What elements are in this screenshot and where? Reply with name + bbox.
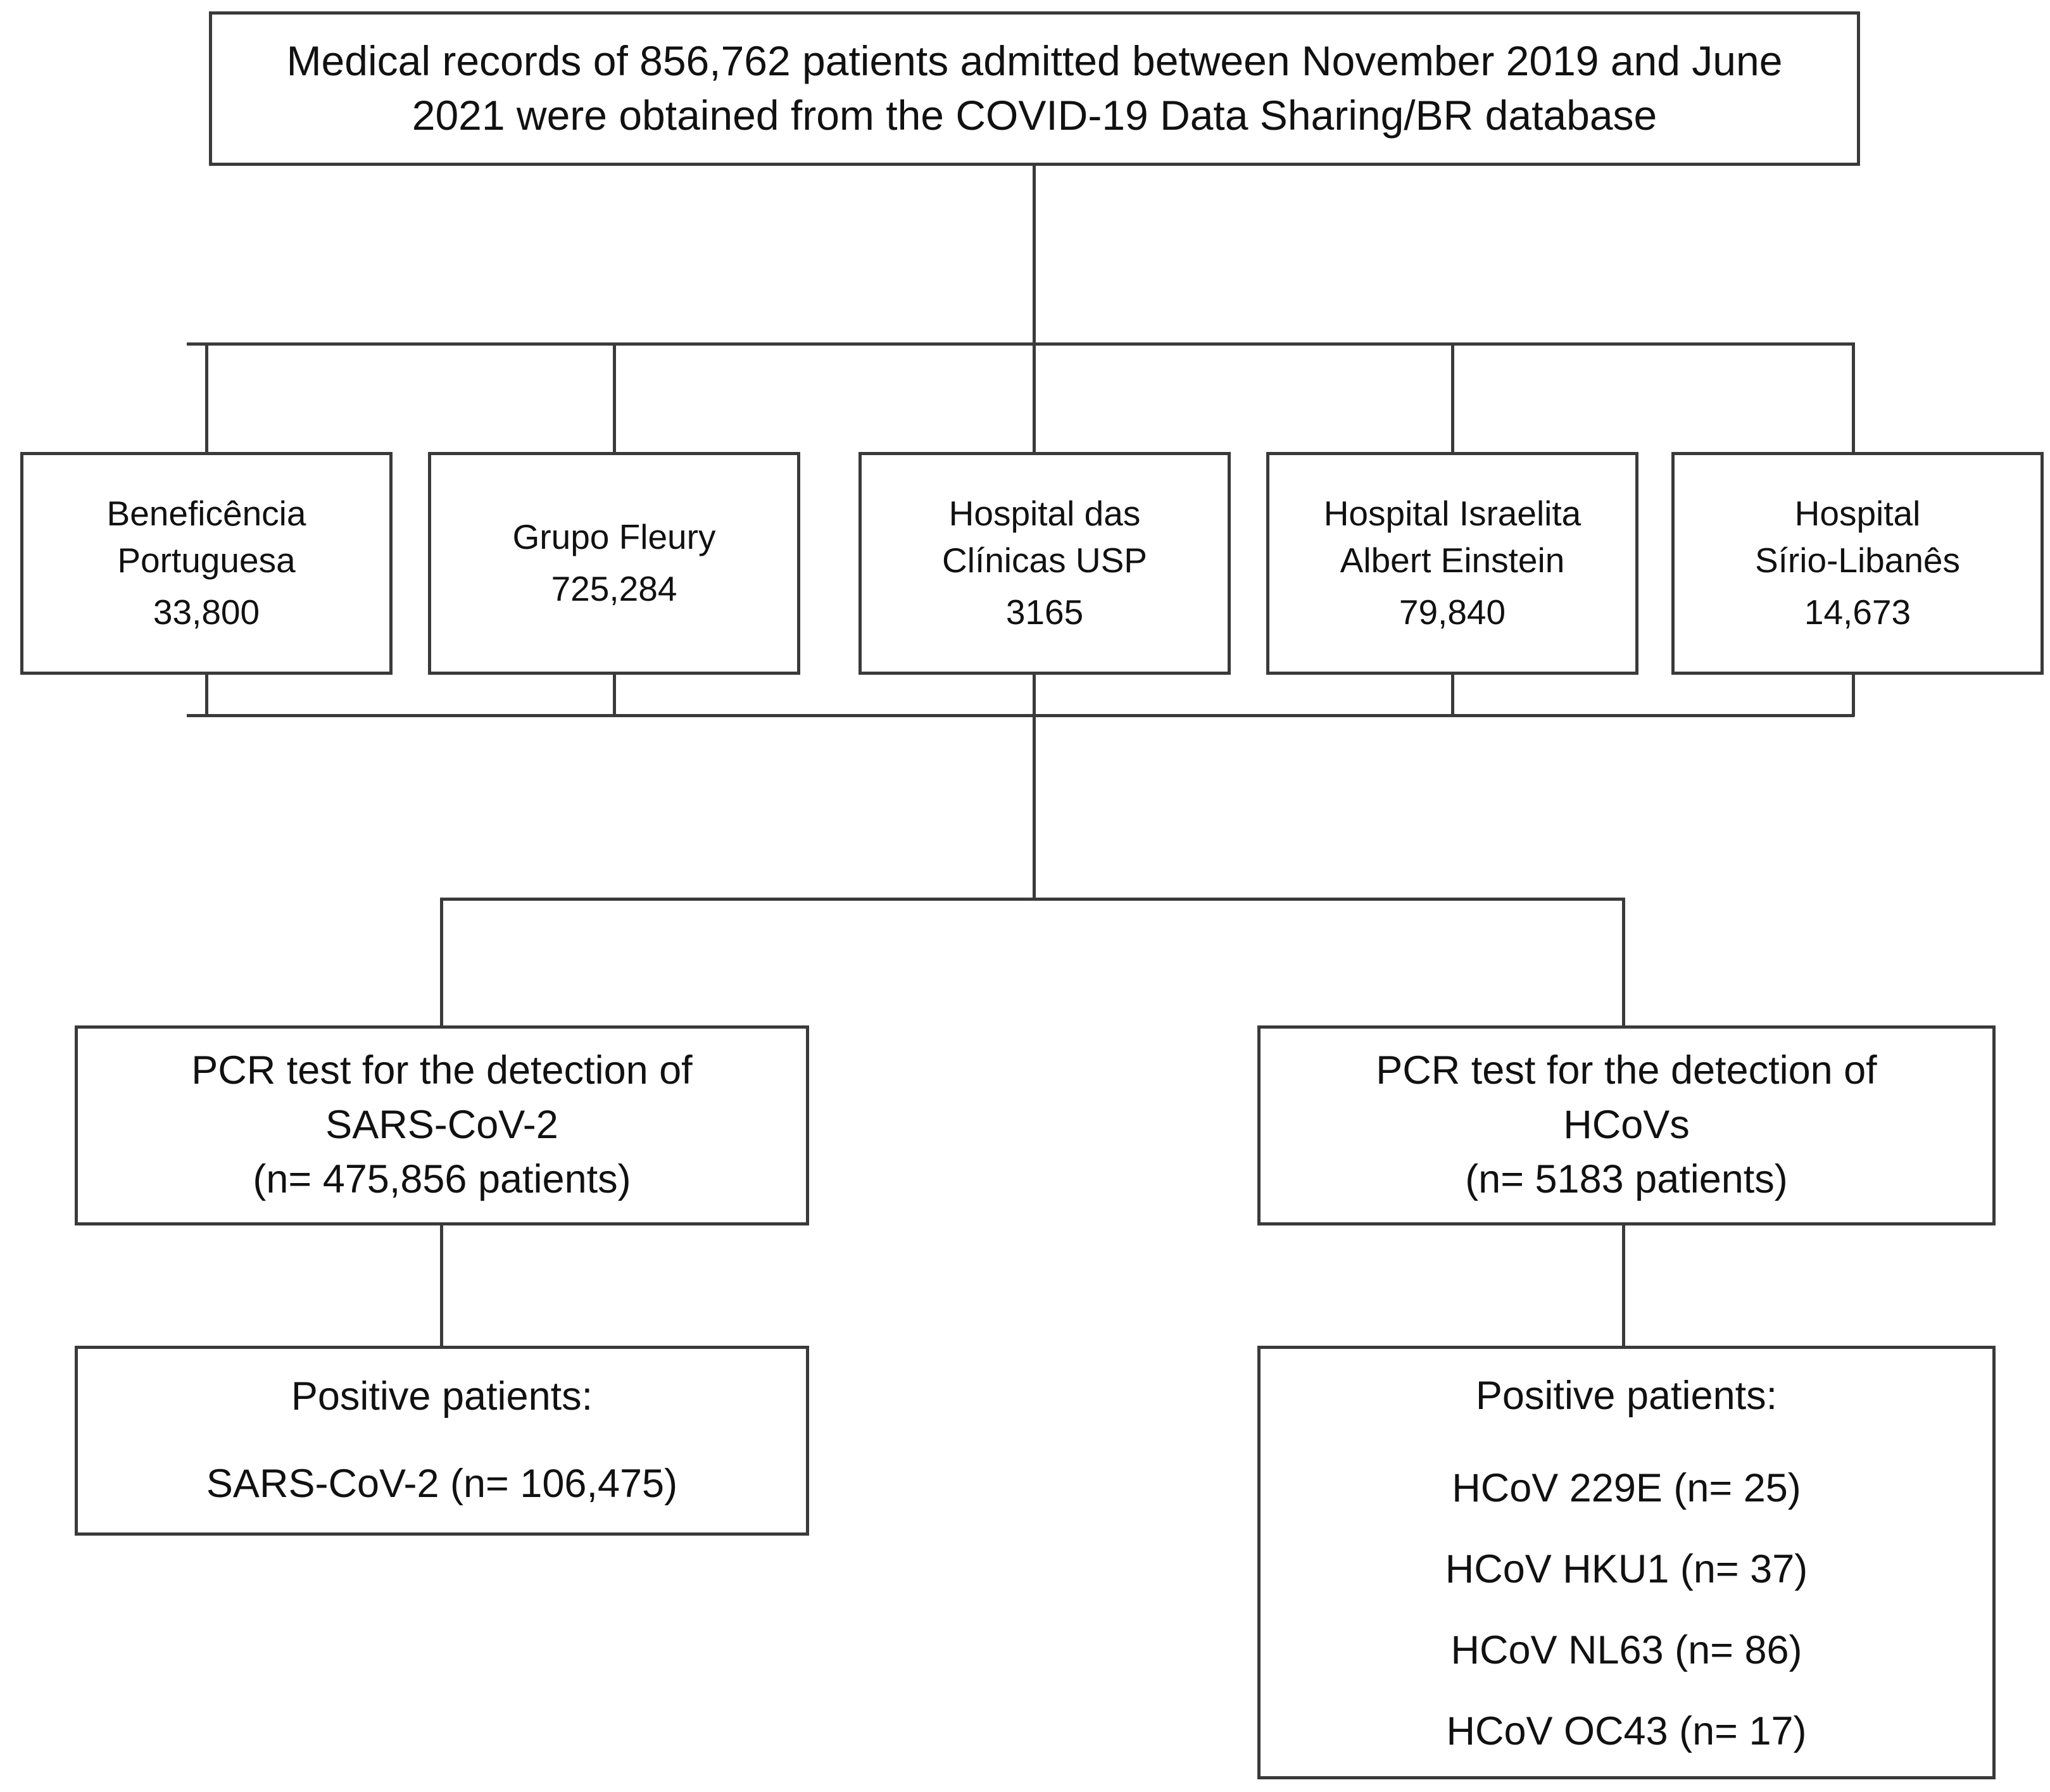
pcr-line-1: PCR test for the detection of <box>191 1048 693 1093</box>
hospital-box-grupo-fleury: Grupo Fleury 725,284 <box>428 452 800 675</box>
connector-hospital-4-to-merge <box>1852 672 1855 717</box>
connector-merge-bus <box>187 714 1854 717</box>
positive-entry-hcov-nl63: HCoV NL63 (n= 86) <box>1450 1627 1802 1672</box>
connector-source-to-bus <box>1033 166 1036 344</box>
connector-bus-to-hospital-1 <box>613 342 616 454</box>
hospital-name-line-2: Sírio-Libanês <box>1754 541 1961 580</box>
hospital-count: 725,284 <box>551 569 677 608</box>
positive-entry-hcov-hku1: HCoV HKU1 (n= 37) <box>1445 1546 1808 1591</box>
pcr-line-1: PCR test for the detection of <box>1376 1048 1877 1093</box>
hospital-box-hospital-sirio-libanes: Hospital Sírio-Libanês 14,673 <box>1671 452 2044 675</box>
hospital-count: 3165 <box>1005 592 1084 632</box>
connector-pcr-hcov-to-positive <box>1622 1225 1625 1347</box>
positive-patients-box-hcovs: Positive patients: HCoV 229E (n= 25) HCo… <box>1257 1346 1996 1779</box>
connector-hospital-1-to-merge <box>613 672 616 717</box>
positive-entry-hcov-229e: HCoV 229E (n= 25) <box>1452 1465 1801 1510</box>
hospital-box-hospital-das-clinicas-usp: Hospital das Clínicas USP 3165 <box>858 452 1231 675</box>
source-records-line-2: 2021 were obtained from the COVID-19 Dat… <box>412 92 1657 139</box>
positive-entry-sars-cov-2: SARS-CoV-2 (n= 106,475) <box>206 1462 678 1506</box>
connector-bus-to-hospital-0 <box>205 342 208 454</box>
hospital-name-line-2: Portuguesa <box>117 541 296 580</box>
connector-bus-to-hospital-3 <box>1451 342 1454 454</box>
connector-hospital-3-to-merge <box>1451 672 1454 717</box>
pcr-test-box-hcovs: PCR test for the detection of HCoVs (n= … <box>1257 1025 1996 1225</box>
pcr-line-3: (n= 5183 patients) <box>1465 1156 1788 1201</box>
connector-hospital-bus <box>187 342 1854 346</box>
hospital-box-beneficencia-portuguesa: Beneficência Portuguesa 33,800 <box>20 452 393 675</box>
hospital-name-line-1: Hospital Israelita <box>1323 494 1582 534</box>
positive-heading: Positive patients: <box>291 1374 593 1419</box>
connector-split-bus <box>440 898 1625 901</box>
hospital-box-hospital-israelita-albert-einstein: Hospital Israelita Albert Einstein 79,84… <box>1266 452 1638 675</box>
hospital-name-line-1: Hospital das <box>948 494 1141 534</box>
pcr-test-box-sars-cov-2: PCR test for the detection of SARS-CoV-2… <box>75 1025 809 1225</box>
connector-bus-to-hospital-2 <box>1033 342 1036 454</box>
pcr-line-2: HCoVs <box>1563 1103 1690 1148</box>
pcr-line-2: SARS-CoV-2 <box>325 1103 558 1148</box>
pcr-line-3: (n= 475,856 patients) <box>253 1156 631 1201</box>
positive-entry-hcov-oc43: HCoV OC43 (n= 17) <box>1446 1708 1807 1753</box>
connector-bus-to-hospital-4 <box>1852 342 1855 454</box>
hospital-name-line-1: Beneficência <box>106 494 306 534</box>
connector-split-to-pcr-sars <box>440 898 443 1027</box>
hospital-count: 33,800 <box>153 592 260 632</box>
connector-pcr-sars-to-positive <box>440 1225 443 1347</box>
hospital-name-line-1: Hospital <box>1794 494 1921 534</box>
positive-patients-box-sars-cov-2: Positive patients: SARS-CoV-2 (n= 106,47… <box>75 1346 809 1536</box>
connector-hospital-2-to-merge <box>1033 672 1036 717</box>
hospital-name-line-2: Clínicas USP <box>942 541 1147 580</box>
hospital-name-line-2: Albert Einstein <box>1340 541 1565 580</box>
hospital-name-line-1: Grupo Fleury <box>512 517 716 557</box>
hospital-count: 14,673 <box>1804 592 1911 632</box>
source-records-box: Medical records of 856,762 patients admi… <box>209 11 1860 166</box>
connector-merge-to-split <box>1033 717 1036 900</box>
connector-hospital-0-to-merge <box>205 672 208 717</box>
hospital-count: 79,840 <box>1399 592 1506 632</box>
positive-heading: Positive patients: <box>1475 1374 1778 1418</box>
source-records-line-1: Medical records of 856,762 patients admi… <box>286 37 1783 85</box>
connector-split-to-pcr-hcov <box>1622 898 1625 1027</box>
